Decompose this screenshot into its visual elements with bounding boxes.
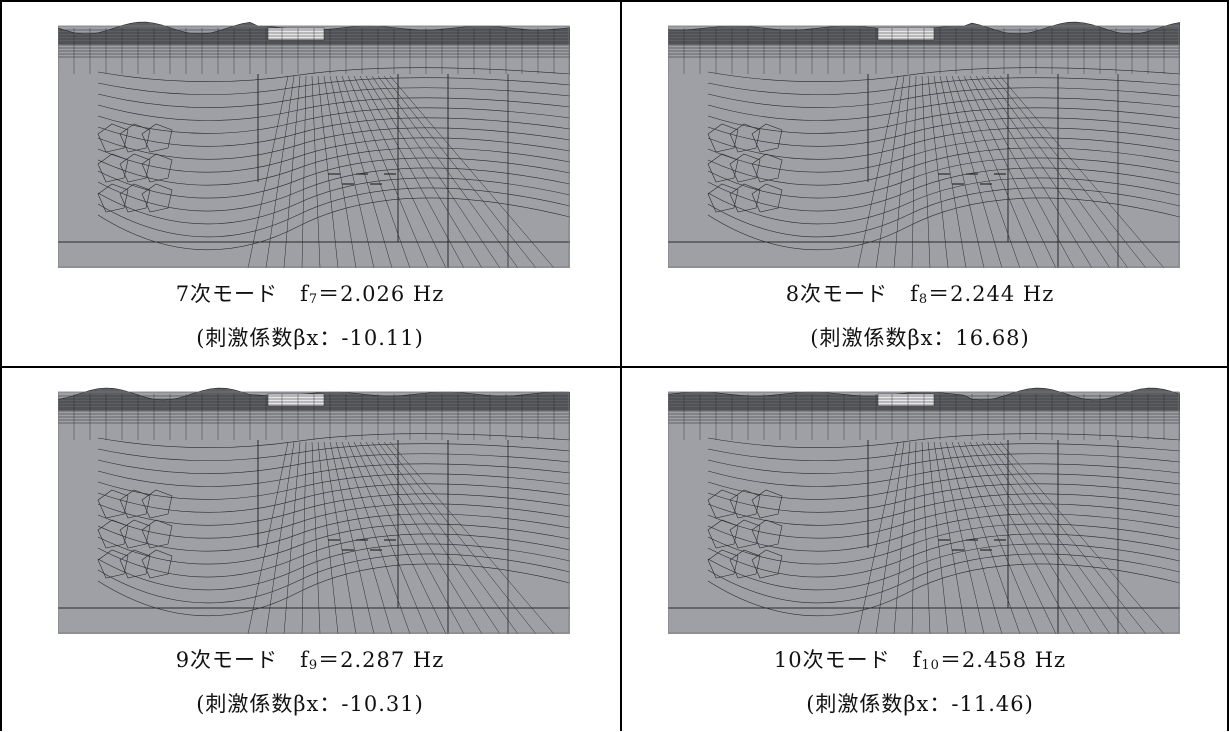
table-border-left <box>0 0 2 731</box>
mode-shape-figure <box>668 380 1180 634</box>
freq-symbol: f <box>300 282 309 306</box>
mode-label: 10次モード <box>773 648 891 672</box>
freq-value: ＝2.458 Hz <box>939 648 1067 672</box>
table-divider-horizontal <box>0 366 1229 368</box>
table-divider-vertical <box>620 0 622 731</box>
mode-cell-8: 8次モード f8＝2.244 Hz (刺激係数βx：16.68) <box>610 0 1229 366</box>
participation-factor: (刺激係数βx：16.68) <box>810 326 1030 350</box>
mode-label: 8次モード <box>785 282 889 306</box>
mode-cell-10: 10次モード f10＝2.458 Hz (刺激係数βx：-11.46) <box>610 366 1229 732</box>
freq-value: ＝2.026 Hz <box>318 282 445 306</box>
mode-shape-figure <box>58 380 570 634</box>
mode-caption: 9次モード f9＝2.287 Hz <box>0 644 620 674</box>
mode-shape-figure <box>668 14 1180 268</box>
mode-caption: 10次モード f10＝2.458 Hz <box>610 644 1229 674</box>
freq-symbol: f <box>912 648 922 672</box>
participation-factor: (刺激係数βx：-10.31) <box>196 692 424 716</box>
freq-subscript: 10 <box>921 658 940 673</box>
mode-cell-7: 7次モード f7＝2.026 Hz (刺激係数βx：-10.11) <box>0 0 620 366</box>
participation-factor: (刺激係数βx：-11.46) <box>806 692 1034 716</box>
mode-label: 9次モード <box>175 648 279 672</box>
table-border-right <box>1227 0 1229 731</box>
freq-subscript: 8 <box>918 292 929 307</box>
mode-caption: 7次モード f7＝2.026 Hz <box>0 278 620 308</box>
participation-factor: (刺激係数βx：-10.11) <box>196 326 424 350</box>
fem-mesh-image <box>58 387 570 634</box>
mode-cell-9: 9次モード f9＝2.287 Hz (刺激係数βx：-10.31) <box>0 366 620 732</box>
freq-value: ＝2.287 Hz <box>318 648 445 672</box>
freq-subscript: 9 <box>308 658 319 673</box>
freq-subscript: 7 <box>308 292 319 307</box>
freq-value: ＝2.244 Hz <box>928 282 1055 306</box>
fem-mesh-image <box>668 21 1180 268</box>
mode-caption: 8次モード f8＝2.244 Hz <box>610 278 1229 308</box>
freq-symbol: f <box>910 282 919 306</box>
fem-mesh-image <box>58 21 570 268</box>
table-border-top <box>0 0 1229 2</box>
fem-mesh-image <box>668 387 1180 634</box>
mode-label: 7次モード <box>175 282 279 306</box>
freq-symbol: f <box>300 648 309 672</box>
mode-shape-figure <box>58 14 570 268</box>
